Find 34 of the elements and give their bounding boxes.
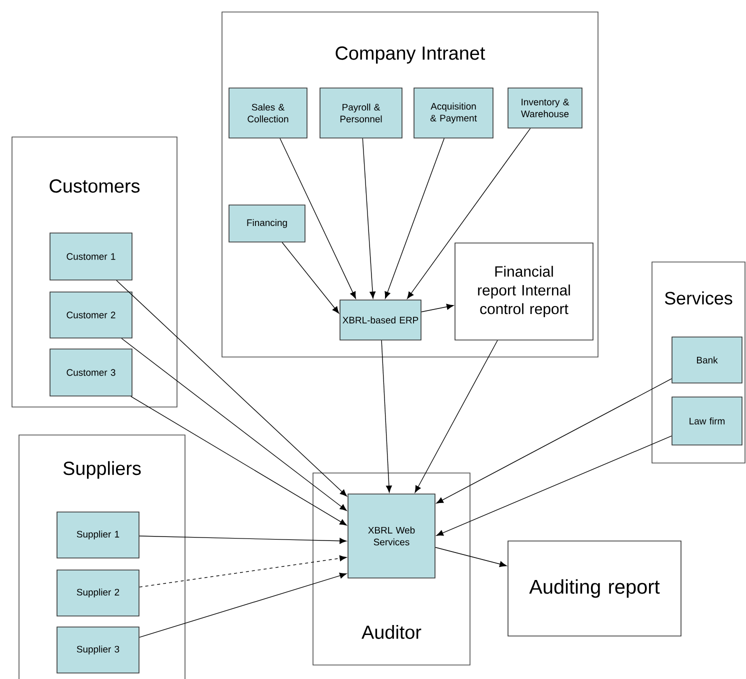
arrow [436, 436, 672, 536]
arrow [384, 138, 445, 299]
arrow [139, 555, 347, 588]
arrow [362, 138, 376, 299]
arrow [407, 128, 531, 299]
arrow [130, 396, 347, 526]
process-box: Customer 2 [50, 292, 132, 338]
process-box: Supplier 2 [56, 570, 140, 616]
process-box: Acquisition & Payment [414, 88, 494, 138]
arrow [282, 242, 340, 314]
process-box: Bank [672, 336, 742, 384]
arrow [280, 138, 356, 299]
arrow [139, 572, 347, 638]
report-box: Financial report Internal control report [454, 242, 594, 340]
arrow [139, 536, 347, 544]
process-box: Supplier 3 [56, 626, 140, 674]
arrow [435, 547, 507, 568]
process-box: Customer 3 [50, 348, 132, 396]
process-box: Law firm [672, 396, 742, 446]
arrow [421, 304, 454, 312]
process-box: XBRL-based ERP [340, 300, 422, 340]
arrow [121, 338, 347, 511]
arrow [381, 340, 392, 493]
process-box: Inventory & Warehouse [508, 88, 582, 128]
process-box: Supplier 1 [56, 512, 140, 558]
arrow [414, 340, 498, 493]
process-box: Sales & Collection [228, 88, 308, 138]
process-box: Financing [228, 204, 306, 242]
arrow [116, 280, 347, 496]
process-box: XBRL Web Services [348, 494, 436, 578]
report-box: Auditing report [508, 540, 682, 636]
process-box: Payroll & Personnel [320, 88, 402, 138]
arrow [436, 378, 672, 504]
process-box: Customer 1 [50, 232, 132, 280]
